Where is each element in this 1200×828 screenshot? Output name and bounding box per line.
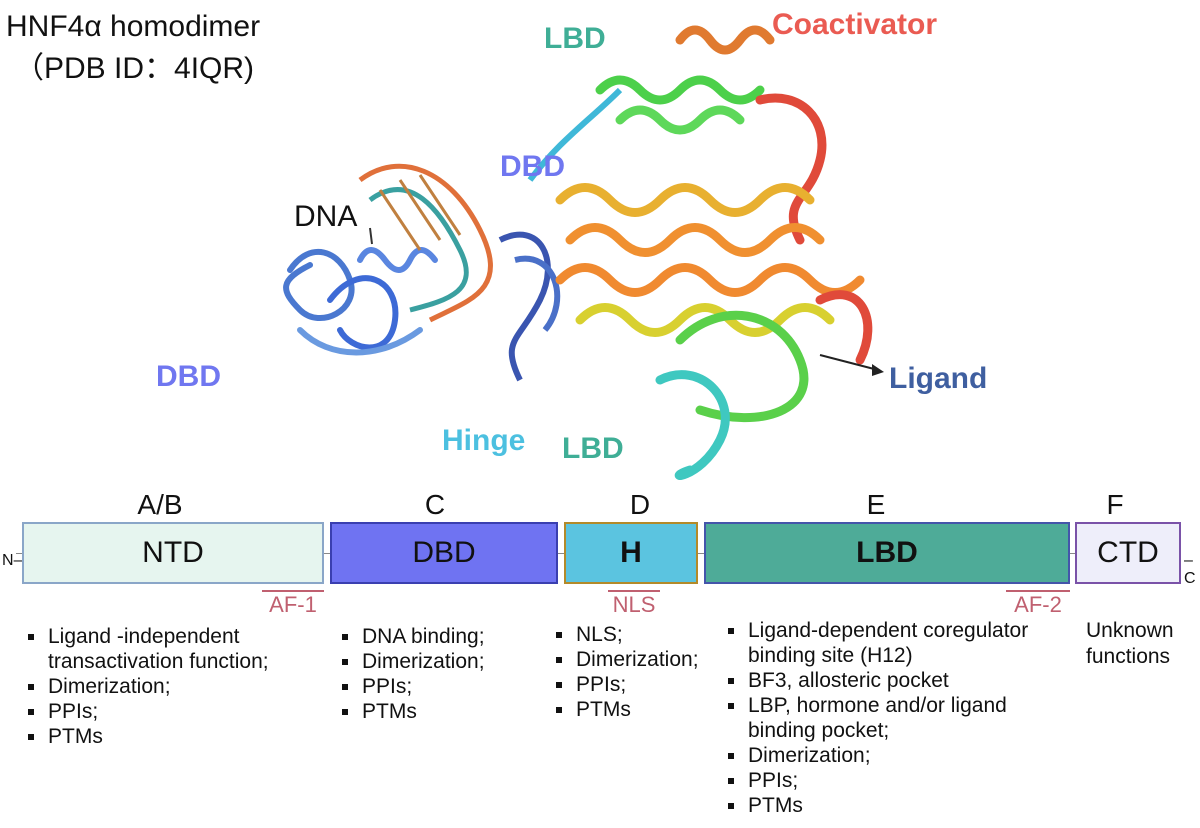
ntd-function-list: Ligand -independent transactivation func… <box>24 624 324 749</box>
region-d-label: D <box>629 489 651 520</box>
motif-af1: AF-1 <box>262 590 324 617</box>
label-lbd-bottom: LBD <box>562 432 624 465</box>
list-item: Dimerization; <box>724 743 1064 768</box>
c-terminus: –C <box>1184 552 1196 587</box>
domain-ctd: CTD <box>1075 522 1181 584</box>
region-f-label: F <box>1106 489 1124 520</box>
motif-nls: NLS <box>608 590 660 617</box>
list-item: Dimerization; <box>552 647 722 672</box>
domain-ntd-label: NTD <box>142 536 204 569</box>
list-item: DNA binding; <box>338 624 558 649</box>
label-dna: DNA <box>294 200 358 233</box>
ctd-function-text: Unknown functions <box>1086 619 1174 668</box>
list-item: PTMs <box>552 697 722 722</box>
domain-hinge: H <box>564 522 698 584</box>
dbd-function-list: DNA binding; Dimerization; PPIs; PTMs <box>338 624 558 724</box>
list-item: Ligand -independent transactivation func… <box>24 624 324 674</box>
connector-dbd-h <box>558 553 564 554</box>
dna-ribbon <box>358 163 493 323</box>
connector-lbd-ctd <box>1070 553 1075 554</box>
motif-af2: AF-2 <box>1006 590 1070 617</box>
figure-title: HNF4α homodimer <box>6 10 261 43</box>
domain-dbd: DBD <box>330 522 558 584</box>
region-e-label: E <box>866 489 886 520</box>
dna-pointer <box>369 227 373 245</box>
label-coactivator: Coactivator <box>772 8 938 41</box>
list-item: PTMs <box>724 793 1064 818</box>
pdb-id: （PDB ID：4IQR) <box>14 52 255 85</box>
connector-h-lbd <box>698 553 704 554</box>
domain-lbd: LBD <box>704 522 1070 584</box>
list-item: BF3, allosteric pocket <box>724 668 1064 693</box>
lbd-function-list: Ligand-dependent coregulator binding sit… <box>724 618 1064 818</box>
domain-dbd-label: DBD <box>412 536 476 569</box>
label-dbd-mid: DBD <box>500 150 565 183</box>
lbd-upper-ribbon <box>555 25 827 257</box>
domain-lbd-label: LBD <box>856 536 918 569</box>
n-terminus: N– <box>2 552 23 569</box>
list-item: PPIs; <box>338 674 558 699</box>
label-hinge: Hinge <box>442 424 526 457</box>
lbd-lower-ribbon <box>555 263 873 480</box>
label-ligand: Ligand <box>889 362 988 395</box>
dbd-left-ribbon <box>283 247 438 356</box>
domain-ntd: NTD <box>22 522 324 584</box>
region-c-label: C <box>424 489 446 520</box>
list-item: NLS; <box>552 622 722 647</box>
list-item: PPIs; <box>552 672 722 697</box>
list-item: LBP, hormone and/or ligand binding pocke… <box>724 693 1064 743</box>
connector-ntd-dbd <box>324 553 330 554</box>
list-item: Dimerization; <box>338 649 558 674</box>
domain-ctd-label: CTD <box>1097 536 1159 569</box>
ligand-arrow <box>819 354 884 376</box>
list-item: PPIs; <box>24 699 324 724</box>
dbd-mid-ribbon <box>498 87 623 382</box>
protein-structure-image <box>283 25 884 480</box>
list-item: Dimerization; <box>24 674 324 699</box>
connector-n <box>16 553 22 554</box>
domain-h-label: H <box>620 536 642 569</box>
label-lbd-top: LBD <box>544 22 606 55</box>
label-dbd-left: DBD <box>156 360 221 393</box>
list-item: PTMs <box>24 724 324 749</box>
region-ab-label: A/B <box>137 489 183 520</box>
list-item: PPIs; <box>724 768 1064 793</box>
hinge-function-list: NLS; Dimerization; PPIs; PTMs <box>552 622 722 722</box>
list-item: Ligand-dependent coregulator binding sit… <box>724 618 1064 668</box>
list-item: PTMs <box>338 699 558 724</box>
